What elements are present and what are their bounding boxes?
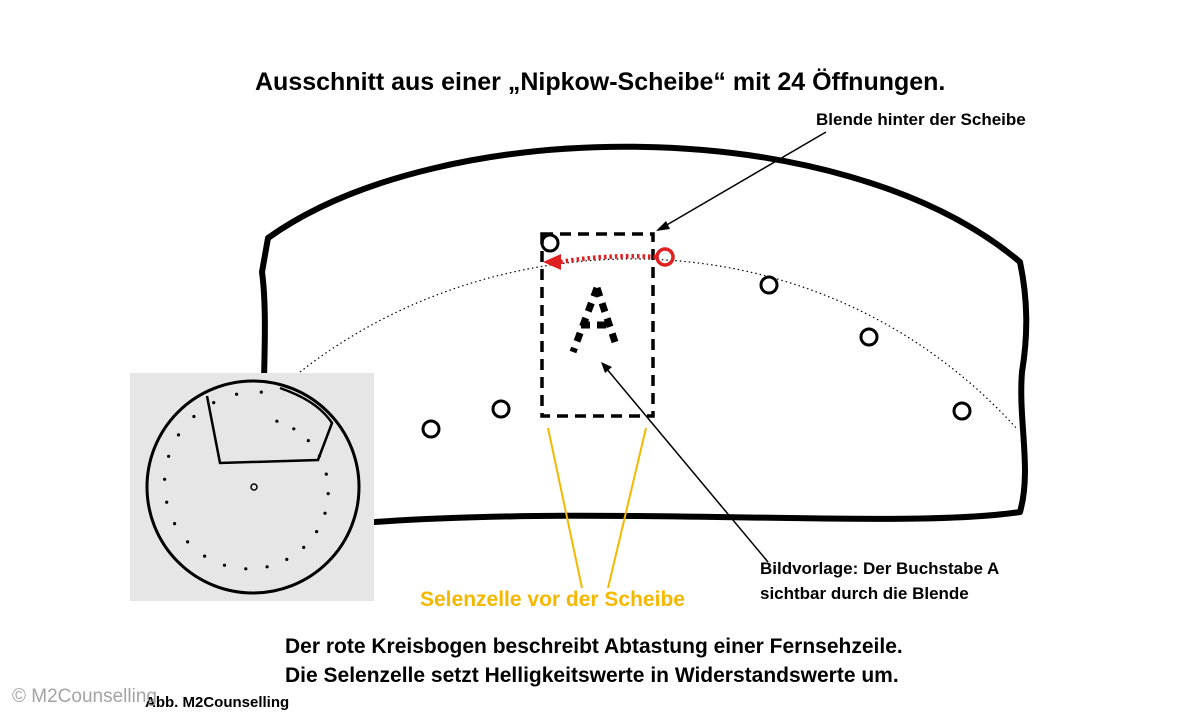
inset-hole [326,492,330,496]
inset-hole [192,414,196,419]
hole [421,419,441,439]
hole [952,401,972,421]
inset-hole [167,454,171,458]
scan-arc [299,258,1019,431]
hole [859,327,879,347]
inset-hole [186,540,190,544]
disc-holes [421,233,972,439]
inset-hole [306,439,310,443]
inset-hole [265,565,269,569]
caption-line2: Die Selenzelle setzt Helligkeitswerte in… [285,664,899,687]
inset-hole [212,401,216,405]
red-arrow-head [543,254,561,270]
inset-background [130,373,374,601]
inset-hole [203,554,207,558]
inset-segment [205,386,334,465]
bildvorlage-line2: sichtbar durch die Blende [760,584,969,603]
inset-hole [259,390,263,394]
inset-hole [302,545,306,550]
inset-hole [292,427,296,431]
bildvorlage-line1: Bildvorlage: Der Buchstabe A [760,559,1000,578]
inset-hole [235,392,239,396]
inset-hole [165,500,169,504]
inset-hole [285,557,289,562]
inset-hole [173,522,177,526]
selen-line-right [607,427,647,589]
inset-hole [163,477,167,481]
inset-hole [275,419,279,423]
selenzelle-label: Selenzelle vor der Scheibe [420,588,685,611]
blende-pointer-line [664,131,827,227]
caption: Der rote Kreisbogen beschreibt Abtastung… [285,632,903,690]
image-credit: Abb. M2Counselling [145,694,290,711]
blende-pointer-head [656,221,670,231]
inset-hole [176,433,181,437]
bild-pointer-head [601,362,612,373]
red-hole [655,247,675,267]
inset-hole [324,472,328,476]
hole [759,275,779,295]
bildvorlage-label: Bildvorlage: Der Buchstabe A sichtbar du… [760,556,999,606]
inset-hole [315,530,319,534]
inset-hole [222,563,227,567]
inset-hole [244,567,248,571]
page-title: Ausschnitt aus einer „Nipkow-Scheibe“ mi… [255,68,946,96]
selen-line-left [547,427,583,589]
red-scan-arrow [559,254,657,265]
watermark: © M2Counselling [12,686,157,707]
inset-hole [323,511,327,515]
blende-label: Blende hinter der Scheibe [816,110,1026,129]
aperture-frame [540,232,655,418]
bild-pointer-line [605,367,769,563]
inset-disc [145,379,361,595]
inset-hole [317,454,321,458]
caption-line1: Der rote Kreisbogen beschreibt Abtastung… [285,635,903,658]
hole [491,399,511,419]
letter-a-dashed [569,286,621,354]
inset-center [250,483,258,491]
hole [540,233,560,253]
disc-segment-outline [259,143,1030,527]
inset-holes [163,390,330,571]
